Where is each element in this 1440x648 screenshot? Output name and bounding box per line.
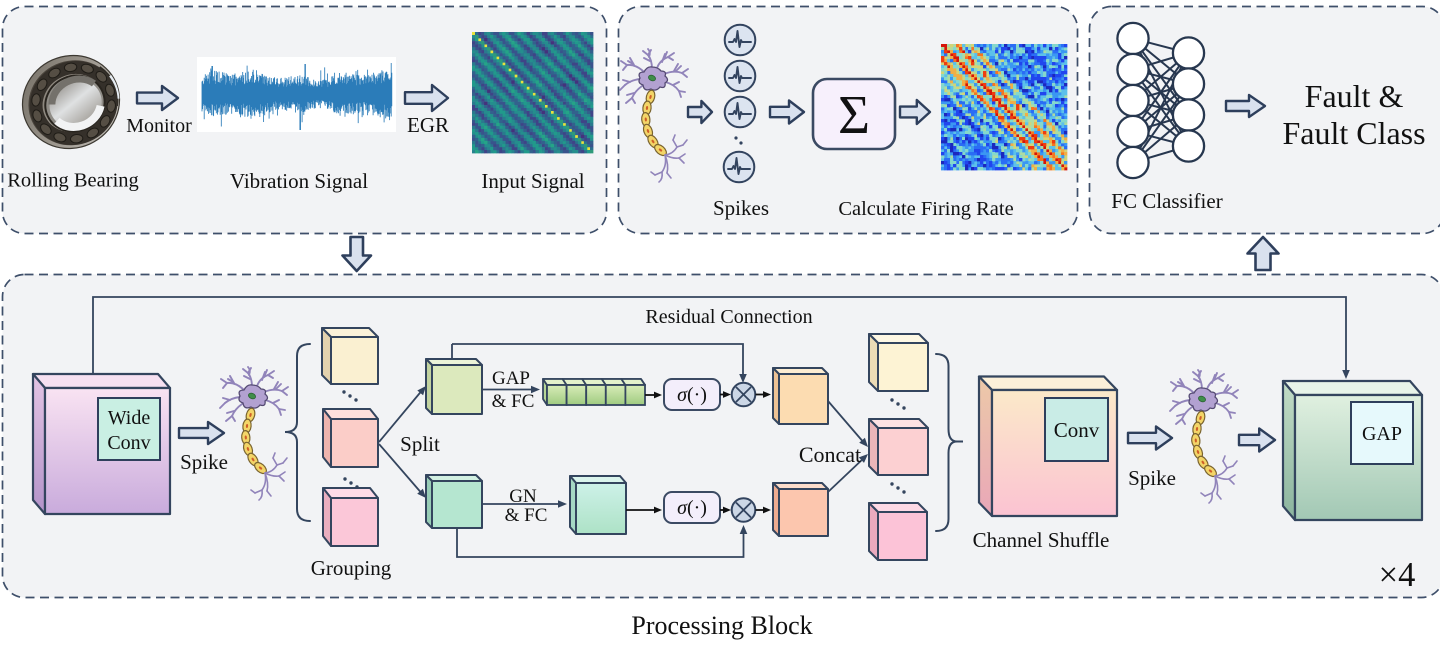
svg-text:σ(·): σ(·) <box>677 384 707 406</box>
svg-text:GN: GN <box>509 486 537 507</box>
svg-text:Σ: Σ <box>838 84 870 145</box>
svg-text:Grouping: Grouping <box>311 556 392 580</box>
svg-text:Rolling Bearing: Rolling Bearing <box>7 170 139 192</box>
svg-text:Input Signal: Input Signal <box>481 169 584 193</box>
svg-text:Processing Block: Processing Block <box>631 611 812 640</box>
svg-text:Conv: Conv <box>1054 418 1100 442</box>
svg-text:Spikes: Spikes <box>713 196 769 220</box>
svg-text:Fault Class: Fault Class <box>1282 115 1425 151</box>
svg-text:Spike: Spike <box>1128 466 1176 490</box>
svg-text:EGR: EGR <box>407 113 449 137</box>
svg-text:GAP: GAP <box>492 368 530 389</box>
svg-text:×4: ×4 <box>1379 556 1416 594</box>
svg-text:Spike: Spike <box>180 450 228 474</box>
svg-text:Fault &: Fault & <box>1305 78 1404 114</box>
svg-text:Concat: Concat <box>799 442 861 467</box>
svg-text:Conv: Conv <box>107 432 150 454</box>
svg-text:Calculate Firing Rate: Calculate Firing Rate <box>838 198 1013 220</box>
svg-text:Wide: Wide <box>108 407 151 429</box>
svg-text:Monitor: Monitor <box>126 115 192 137</box>
svg-text:Split: Split <box>400 432 440 456</box>
svg-text:Channel Shuffle: Channel Shuffle <box>973 528 1110 552</box>
svg-text:FC Classifier: FC Classifier <box>1111 189 1222 213</box>
svg-text:Vibration Signal: Vibration Signal <box>230 169 368 193</box>
svg-text:& FC: & FC <box>492 391 535 412</box>
svg-text:σ(·): σ(·) <box>677 497 707 519</box>
svg-text:& FC: & FC <box>505 505 548 526</box>
svg-text:GAP: GAP <box>1362 423 1402 445</box>
svg-text:Residual Connection: Residual Connection <box>645 306 812 328</box>
